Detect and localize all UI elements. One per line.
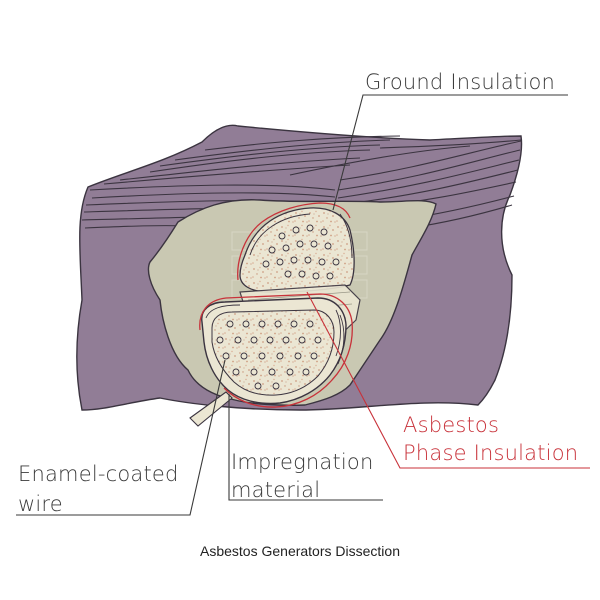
label-enamel-line2: wire [18, 492, 63, 516]
label-impregnation-line1: Impregnation [231, 450, 374, 474]
diagram-caption: Asbestos Generators Dissection [200, 543, 400, 559]
label-enamel-line1: Enamel-coated [18, 462, 179, 486]
leader-enamel-wire [16, 359, 226, 516]
leader-asbestos-phase [306, 291, 590, 469]
label-ground-insulation: Ground Insulation [365, 70, 556, 94]
label-asbestos-line1: Asbestos [403, 413, 500, 437]
lower-coil [199, 293, 353, 408]
leader-impregnation [228, 394, 383, 501]
leader-ground-insulation [332, 94, 568, 211]
label-asbestos-line2: Phase Insulation [403, 441, 579, 465]
label-impregnation-line2: material [231, 478, 321, 502]
wire-end [189, 391, 233, 427]
